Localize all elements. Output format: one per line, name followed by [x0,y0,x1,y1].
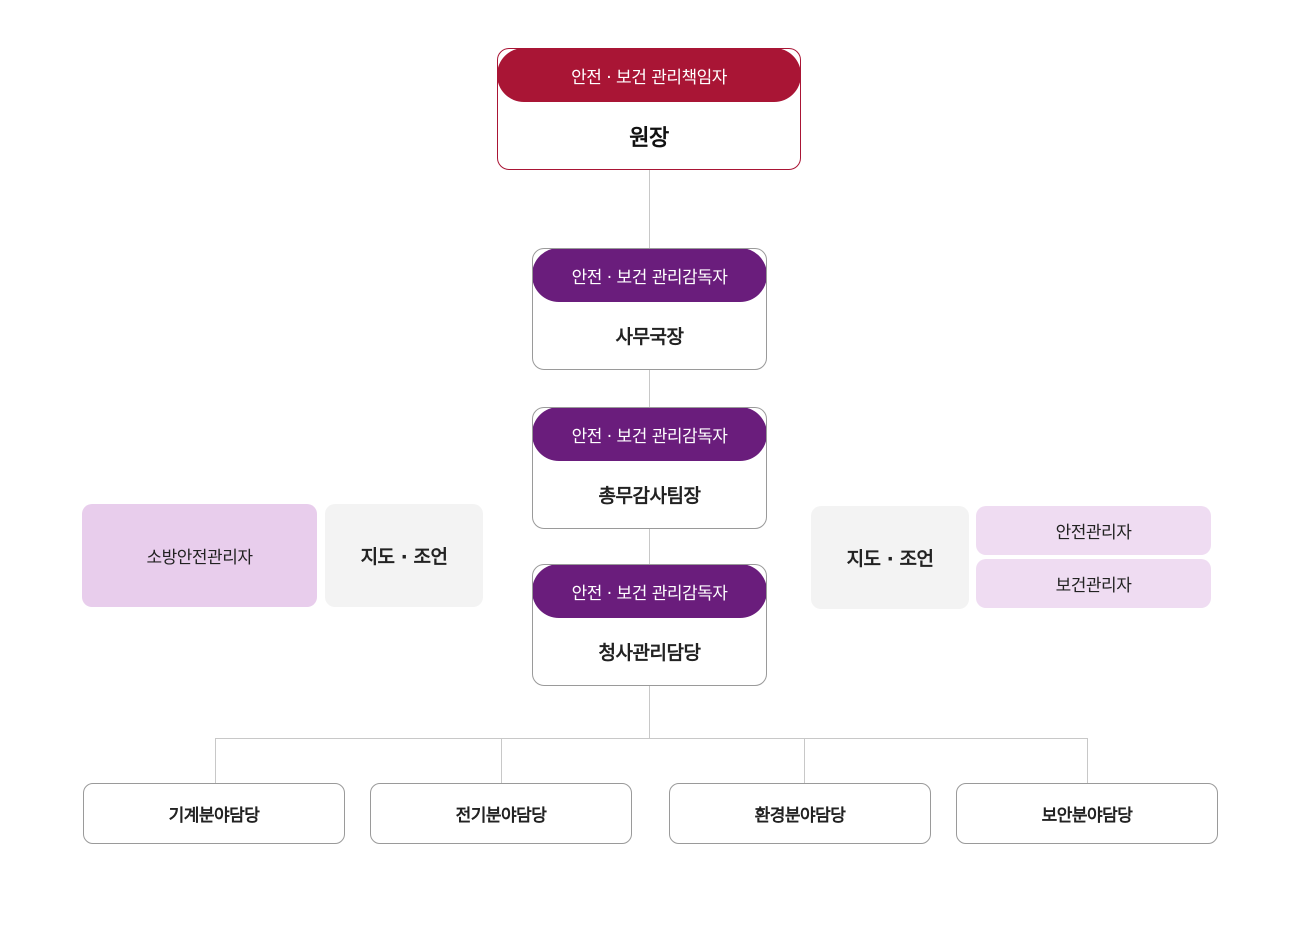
connector-level4-down [649,686,650,738]
connector-leaf-2 [501,738,502,783]
card-safety-health-chief: 안전 · 보건 관리책임자 원장 [497,48,801,170]
leaf-security: 보안분야담당 [956,783,1218,844]
connector-leaf-3 [804,738,805,783]
box-safety-manager: 안전관리자 [976,506,1211,555]
connector-level3-to-level4 [649,528,650,564]
leaf-environment: 환경분야담당 [669,783,931,844]
card-role-header: 안전 · 보건 관리감독자 [533,565,766,618]
leaf-electrical: 전기분야담당 [370,783,632,844]
connector-leaf-4 [1087,738,1088,783]
card-title: 사무국장 [615,326,684,348]
card-title: 청사관리담당 [598,642,701,664]
box-health-manager: 보건관리자 [976,559,1211,608]
connector-level2-to-level3 [649,370,650,407]
card-general-audit-team-leader: 안전 · 보건 관리감독자 총무감사팀장 [532,407,767,529]
connector-top-to-level2 [649,170,650,248]
box-guidance-advice-right: 지도 · 조언 [811,506,969,609]
card-building-management: 안전 · 보건 관리감독자 청사관리담당 [532,564,767,686]
card-role-header: 안전 · 보건 관리감독자 [533,249,766,302]
box-guidance-advice-left: 지도 · 조언 [325,504,483,607]
leaf-mechanical: 기계분야담당 [83,783,345,844]
card-title: 원장 [629,125,669,151]
card-title: 총무감사팀장 [598,485,701,507]
connector-horizontal-bus [215,738,1088,739]
box-fire-safety-manager: 소방안전관리자 [82,504,317,607]
card-secretary-general: 안전 · 보건 관리감독자 사무국장 [532,248,767,370]
card-role-header: 안전 · 보건 관리감독자 [533,408,766,461]
connector-leaf-1 [215,738,216,783]
card-role-header: 안전 · 보건 관리책임자 [498,49,800,102]
